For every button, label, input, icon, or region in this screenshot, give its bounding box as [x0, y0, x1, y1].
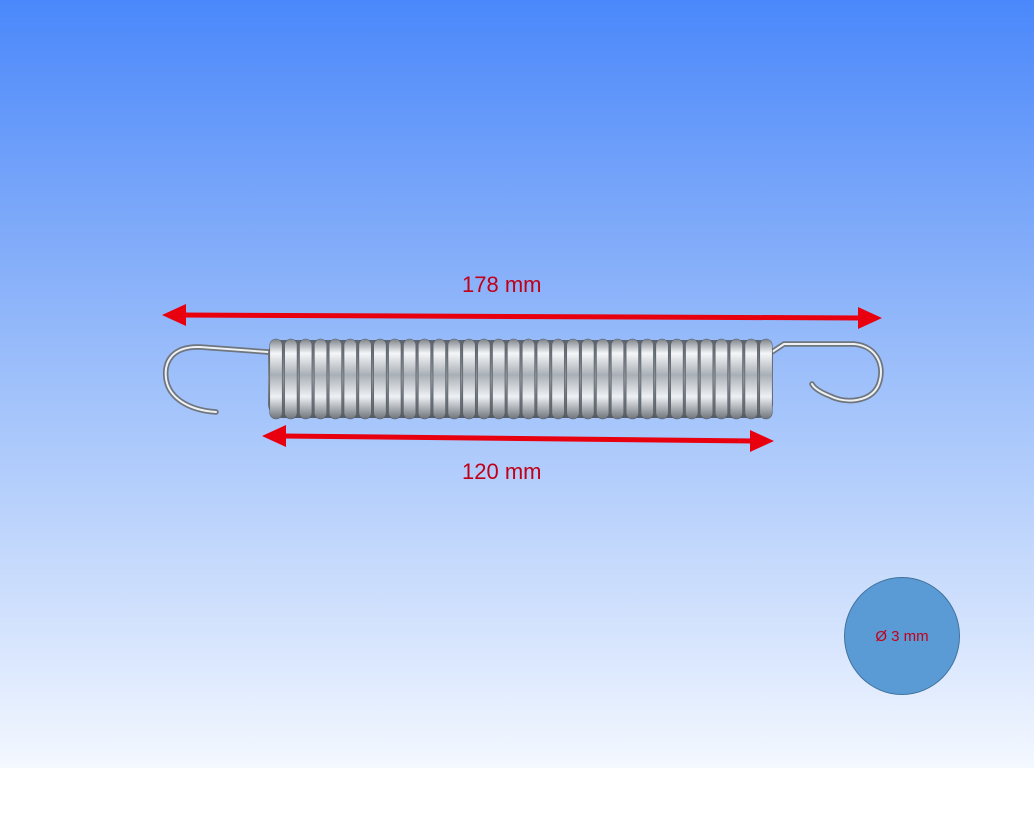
spring-coil-turn	[744, 338, 758, 420]
spring-coil-turn	[596, 338, 610, 420]
wire-diameter-badge: Ø 3 mm	[844, 577, 960, 695]
spring-coil-turn	[536, 338, 550, 420]
spring-coil-turn	[655, 338, 669, 420]
spring-coil-turn	[729, 338, 743, 420]
spring-coil-turn	[670, 338, 684, 420]
bottom-white-band	[0, 768, 1034, 825]
spring-coil-turn	[432, 338, 446, 420]
spring-coil-turn	[447, 338, 461, 420]
spring-coil-turn	[269, 338, 283, 420]
spring-coil-turn	[417, 338, 432, 420]
body-length-label: 120 mm	[462, 459, 542, 484]
spring-coil-turn	[640, 338, 654, 420]
spring-coil-turn	[314, 338, 328, 420]
spring-coil-turn	[284, 338, 298, 420]
spring-coil-turn	[343, 338, 357, 420]
spring-coil-turn	[551, 338, 565, 420]
wire-diameter-label: Ø 3 mm	[875, 627, 929, 645]
spring-coil-turn	[625, 338, 639, 420]
spring-coil-turn	[566, 338, 580, 420]
spring-coil-turn	[373, 338, 387, 420]
spring-coil-turn	[328, 338, 342, 420]
spring-coil-turn	[521, 338, 535, 420]
left-hook	[162, 344, 271, 415]
spring-coil-turn	[403, 338, 417, 420]
spring-coil-turn	[477, 338, 491, 420]
spring-illustration	[162, 304, 884, 452]
spring-coil-turn	[581, 338, 595, 420]
overall-length-arrow	[162, 304, 882, 329]
spring-coil-turn	[685, 338, 699, 420]
right-hook	[769, 341, 884, 404]
spring-coil-turn	[358, 338, 372, 420]
spring-coil-turn	[388, 338, 402, 420]
spring-coil-turn	[759, 338, 773, 420]
spring-coil-turn	[507, 338, 521, 420]
spring-coil-turn	[299, 338, 313, 420]
spring-coil-turn	[492, 338, 506, 420]
spring-coil-turn	[700, 338, 714, 420]
spring-coil-turn	[610, 338, 625, 420]
body-length-arrow	[262, 425, 774, 452]
spring-coil-turn	[462, 338, 476, 420]
spring-coil-body	[268, 338, 773, 420]
product-photo-area: 178 mm 120 mm Ø 3 mm	[0, 0, 1034, 768]
overall-length-label: 178 mm	[462, 272, 542, 297]
spring-coil-turn	[714, 338, 728, 420]
